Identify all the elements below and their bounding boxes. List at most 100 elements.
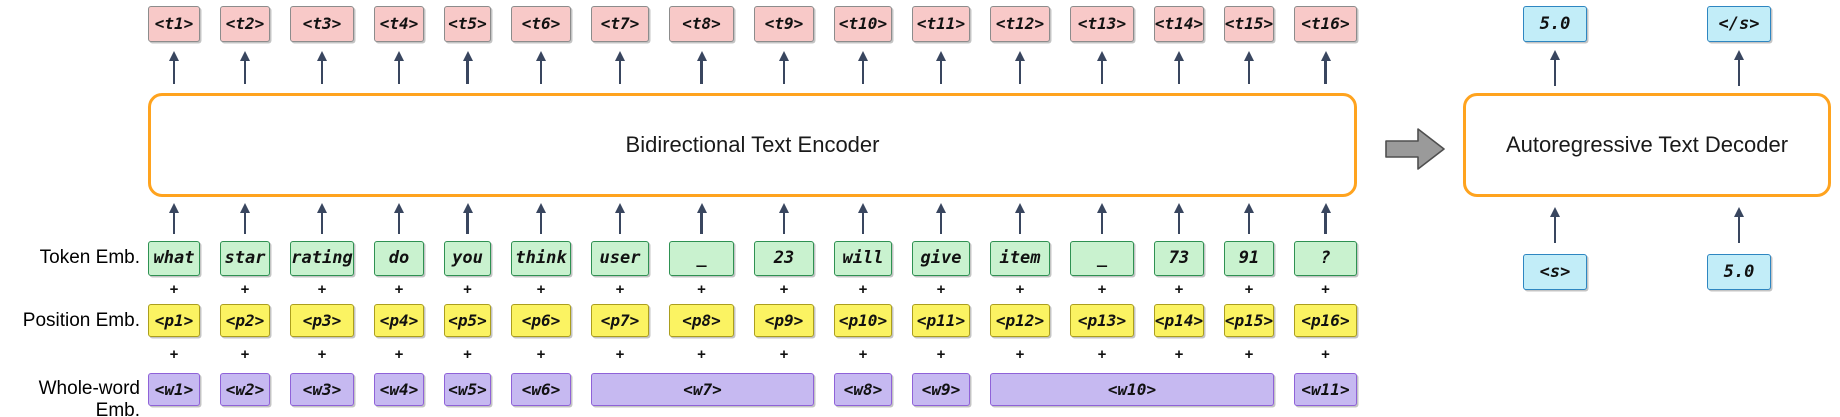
up-arrow-icon — [669, 42, 734, 93]
up-arrow-icon — [591, 197, 649, 240]
up-arrow-icon — [374, 197, 424, 240]
up-arrow-icon — [1070, 197, 1134, 240]
up-arrow-icon — [990, 197, 1050, 240]
plus-sign: + — [779, 281, 789, 298]
plus-sign: + — [697, 346, 706, 363]
up-arrow-icon — [912, 197, 970, 240]
plus-sign: + — [169, 281, 179, 298]
up-arrow-icon — [511, 197, 571, 240]
output-token: <t13> — [1070, 5, 1134, 42]
token-emb: item — [990, 240, 1050, 276]
plus-sign: + — [1097, 281, 1107, 298]
decoder-input-token: <s> — [1523, 253, 1587, 290]
plus-sign: + — [394, 281, 404, 298]
up-arrow-icon — [444, 42, 491, 93]
up-arrow-icon — [511, 42, 571, 93]
whole-word-emb: <w2> — [220, 372, 270, 406]
up-arrow-icon — [1463, 42, 1647, 93]
output-token: <t3> — [290, 5, 354, 42]
whole-word-emb-label: Whole-word Emb. — [38, 378, 140, 417]
token-emb: you — [444, 240, 491, 276]
plus-sign: + — [936, 346, 946, 363]
whole-word-emb: <w4> — [374, 372, 424, 406]
token-emb: star — [220, 240, 270, 276]
token-emb: what — [148, 240, 200, 276]
output-token: <t11> — [912, 5, 970, 42]
plus-sign: + — [463, 281, 472, 298]
up-arrow-icon — [290, 197, 354, 240]
position-emb: <p1> — [148, 303, 200, 337]
up-arrow-icon — [220, 42, 270, 93]
output-token: <t1> — [148, 5, 200, 42]
position-emb: <p11> — [912, 303, 970, 337]
up-arrow-icon — [1224, 197, 1274, 240]
up-arrow-icon — [754, 42, 814, 93]
position-emb: <p7> — [591, 303, 649, 337]
plus-sign: + — [1174, 281, 1184, 298]
output-token: <t12> — [990, 5, 1050, 42]
token-emb: 91 — [1224, 240, 1274, 276]
token-emb-label: Token Emb. — [39, 247, 140, 268]
token-emb: think — [511, 240, 571, 276]
whole-word-emb: <w1> — [148, 372, 200, 406]
plus-sign: + — [394, 346, 404, 363]
up-arrow-icon — [1294, 197, 1357, 240]
decoder-block: Autoregressive Text Decoder — [1463, 93, 1831, 197]
decoder-title: Autoregressive Text Decoder — [1505, 132, 1789, 157]
position-emb-label: Position Emb. — [22, 310, 140, 331]
token-emb: user — [591, 240, 649, 276]
up-arrow-icon — [1224, 42, 1274, 93]
plus-sign: + — [240, 281, 250, 298]
encoder-stack: <t1> <t2> <t3> <t4> <t5> <t6> <t7> <t8> … — [148, 5, 1357, 406]
up-arrow-icon — [290, 42, 354, 93]
up-arrow-icon — [669, 197, 734, 240]
decoder-output-token: 5.0 — [1523, 5, 1587, 42]
position-emb: <p16> — [1294, 303, 1357, 337]
up-arrow-icon — [148, 42, 200, 93]
plus-sign: + — [463, 346, 472, 363]
up-arrow-icon — [444, 197, 491, 240]
plus-sign: + — [1097, 346, 1107, 363]
encoder-title: Bidirectional Text Encoder — [625, 132, 880, 157]
output-token: <t9> — [754, 5, 814, 42]
plus-sign: + — [1174, 346, 1184, 363]
whole-word-emb: <w7> — [591, 372, 814, 406]
output-token: <t4> — [374, 5, 424, 42]
up-arrow-icon — [1463, 197, 1647, 253]
position-emb: <p13> — [1070, 303, 1134, 337]
decoder-stack: 5.0 </s> Autoregressive Text Decoder <s>… — [1463, 5, 1831, 290]
output-token: <t6> — [511, 5, 571, 42]
plus-sign: + — [858, 281, 868, 298]
token-emb: will — [834, 240, 892, 276]
up-arrow-icon — [1154, 42, 1204, 93]
up-arrow-icon — [374, 42, 424, 93]
whole-word-emb: <w6> — [511, 372, 571, 406]
up-arrow-icon — [834, 197, 892, 240]
plus-sign: + — [240, 346, 250, 363]
plus-sign: + — [697, 281, 706, 298]
plus-sign: + — [1015, 281, 1025, 298]
plus-sign: + — [317, 281, 327, 298]
plus-sign: + — [1321, 346, 1330, 363]
position-emb: <p8> — [669, 303, 734, 337]
plus-sign: + — [779, 346, 789, 363]
position-emb: <p14> — [1154, 303, 1204, 337]
position-emb: <p6> — [511, 303, 571, 337]
position-emb: <p10> — [834, 303, 892, 337]
plus-sign: + — [169, 346, 179, 363]
plus-sign: + — [536, 281, 546, 298]
token-emb: _ — [1070, 240, 1134, 276]
flow-arrow-icon — [1385, 125, 1447, 178]
whole-word-emb: <w11> — [1294, 372, 1357, 406]
plus-sign: + — [615, 346, 625, 363]
plus-sign: + — [317, 346, 327, 363]
up-arrow-icon — [912, 42, 970, 93]
decoder-input-token: 5.0 — [1707, 253, 1771, 290]
up-arrow-icon — [754, 197, 814, 240]
output-token: <t16> — [1294, 5, 1357, 42]
up-arrow-icon — [1647, 42, 1831, 93]
whole-word-emb: <w3> — [290, 372, 354, 406]
position-emb: <p12> — [990, 303, 1050, 337]
up-arrow-icon — [1070, 42, 1134, 93]
